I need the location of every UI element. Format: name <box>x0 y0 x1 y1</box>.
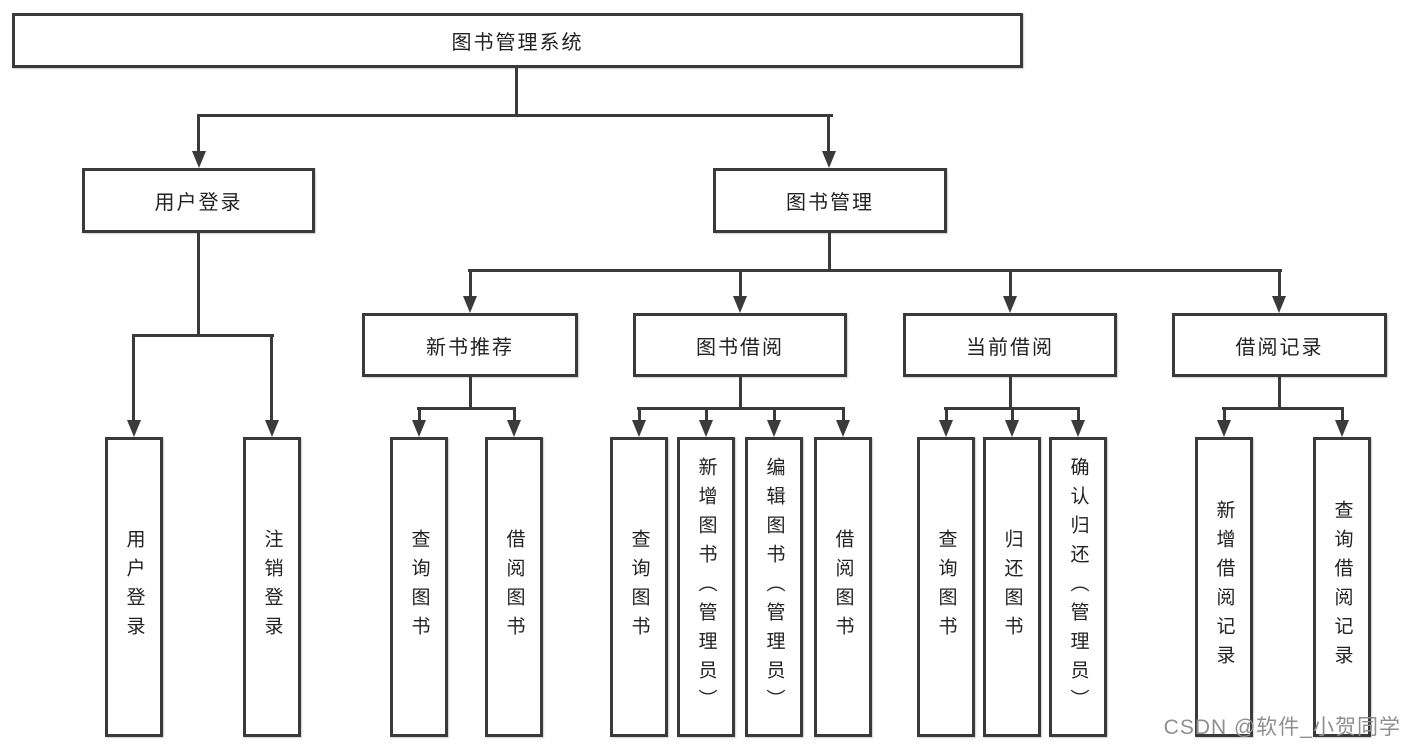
node-library-system: 图书管理系统 <box>12 13 1023 68</box>
node-label: 借阅图书 <box>503 529 525 645</box>
connector-line <box>132 334 274 337</box>
connector-line <box>513 407 516 421</box>
node-label: 图书借阅 <box>696 336 784 359</box>
connector-line <box>1278 377 1281 409</box>
node-borrow-records: 借阅记录 <box>1172 313 1387 377</box>
node-leaf-query-book-current: 查询图书 <box>917 437 975 737</box>
csdn-watermark: CSDN @软件_小贺同学 <box>1163 716 1401 739</box>
connector-line <box>637 407 845 410</box>
connector-line <box>828 233 831 272</box>
node-label: 归还图书 <box>1001 529 1023 645</box>
node-current-borrow: 当前借阅 <box>903 313 1117 377</box>
connector-line <box>1011 407 1014 421</box>
connector-line <box>1341 407 1344 421</box>
node-leaf-user-login: 用户登录 <box>105 437 163 737</box>
node-label: 查询借阅记录 <box>1331 500 1353 674</box>
node-leaf-logout: 注销登录 <box>243 437 301 737</box>
connector-line <box>515 68 518 117</box>
arrow-down-icon <box>767 420 781 437</box>
arrow-down-icon <box>1217 420 1231 437</box>
arrow-down-icon <box>1071 420 1085 437</box>
node-label: 图书管理系统 <box>451 32 584 54</box>
arrow-down-icon <box>192 151 206 168</box>
connector-line <box>705 407 708 421</box>
connector-line <box>739 377 742 409</box>
node-leaf-add-book-admin: 新增图书（管理员） <box>677 437 735 737</box>
node-user-login: 用户登录 <box>82 168 315 233</box>
node-leaf-confirm-return-admin: 确认归还（管理员） <box>1049 437 1107 737</box>
arrow-down-icon <box>1005 420 1019 437</box>
node-label: 用户登录 <box>123 529 145 645</box>
connector-line <box>739 269 742 297</box>
connector-line <box>270 334 273 421</box>
node-label: 查询图书 <box>628 529 650 645</box>
arrow-down-icon <box>463 296 477 313</box>
node-label: 注销登录 <box>261 529 283 645</box>
node-leaf-query-book-borrow: 查询图书 <box>610 437 668 737</box>
node-label: 查询图书 <box>408 529 430 645</box>
node-label: 借阅记录 <box>1235 336 1324 359</box>
connector-line <box>842 407 845 421</box>
connector-line <box>638 407 641 421</box>
connector-line <box>417 407 516 410</box>
connector-line <box>197 233 200 336</box>
node-leaf-query-borrow-record: 查询借阅记录 <box>1313 437 1371 737</box>
node-label: 图书管理 <box>786 192 874 214</box>
connector-line <box>1278 269 1281 297</box>
connector-line <box>773 407 776 421</box>
node-label: 新增借阅记录 <box>1213 500 1235 674</box>
node-label: 借阅图书 <box>832 529 854 645</box>
arrow-down-icon <box>1272 296 1286 313</box>
arrow-down-icon <box>127 420 141 437</box>
node-book-management: 图书管理 <box>713 168 947 233</box>
connector-line <box>469 377 472 409</box>
arrow-down-icon <box>699 420 713 437</box>
node-label: 新增图书（管理员） <box>695 456 717 718</box>
arrow-down-icon <box>632 420 646 437</box>
connector-line <box>468 269 1282 272</box>
connector-line <box>1222 407 1344 410</box>
node-new-book-recommend: 新书推荐 <box>362 313 578 377</box>
node-leaf-return-book: 归还图书 <box>983 437 1041 737</box>
connector-line <box>827 114 830 152</box>
connector-line <box>1223 407 1226 421</box>
connector-line <box>418 407 421 421</box>
connector-line <box>1009 377 1012 409</box>
node-leaf-borrow-book-recommend: 借阅图书 <box>485 437 543 737</box>
connector-line <box>132 334 135 421</box>
arrow-down-icon <box>733 296 747 313</box>
connector-line <box>469 269 472 297</box>
node-leaf-add-borrow-record: 新增借阅记录 <box>1195 437 1253 737</box>
node-leaf-query-book-recommend: 查询图书 <box>390 437 448 737</box>
connector-line <box>1009 269 1012 297</box>
node-label: 查询图书 <box>935 529 957 645</box>
arrow-down-icon <box>836 420 850 437</box>
node-leaf-borrow-book: 借阅图书 <box>814 437 872 737</box>
arrow-down-icon <box>412 420 426 437</box>
connector-line <box>197 114 200 152</box>
node-label: 新书推荐 <box>426 336 514 359</box>
node-label: 确认归还（管理员） <box>1067 456 1089 718</box>
connector-line <box>197 114 833 117</box>
node-label: 用户登录 <box>154 192 243 214</box>
arrow-down-icon <box>507 420 521 437</box>
node-leaf-edit-book-admin: 编辑图书（管理员） <box>745 437 803 737</box>
arrow-down-icon <box>1003 296 1017 313</box>
arrow-down-icon <box>265 420 279 437</box>
node-label: 当前借阅 <box>966 336 1054 359</box>
node-label: 编辑图书（管理员） <box>763 456 785 718</box>
node-book-borrow: 图书借阅 <box>633 313 847 377</box>
arrow-down-icon <box>1335 420 1349 437</box>
arrow-down-icon <box>822 151 836 168</box>
arrow-down-icon <box>939 420 953 437</box>
connector-line <box>945 407 948 421</box>
connector-line <box>1077 407 1080 421</box>
